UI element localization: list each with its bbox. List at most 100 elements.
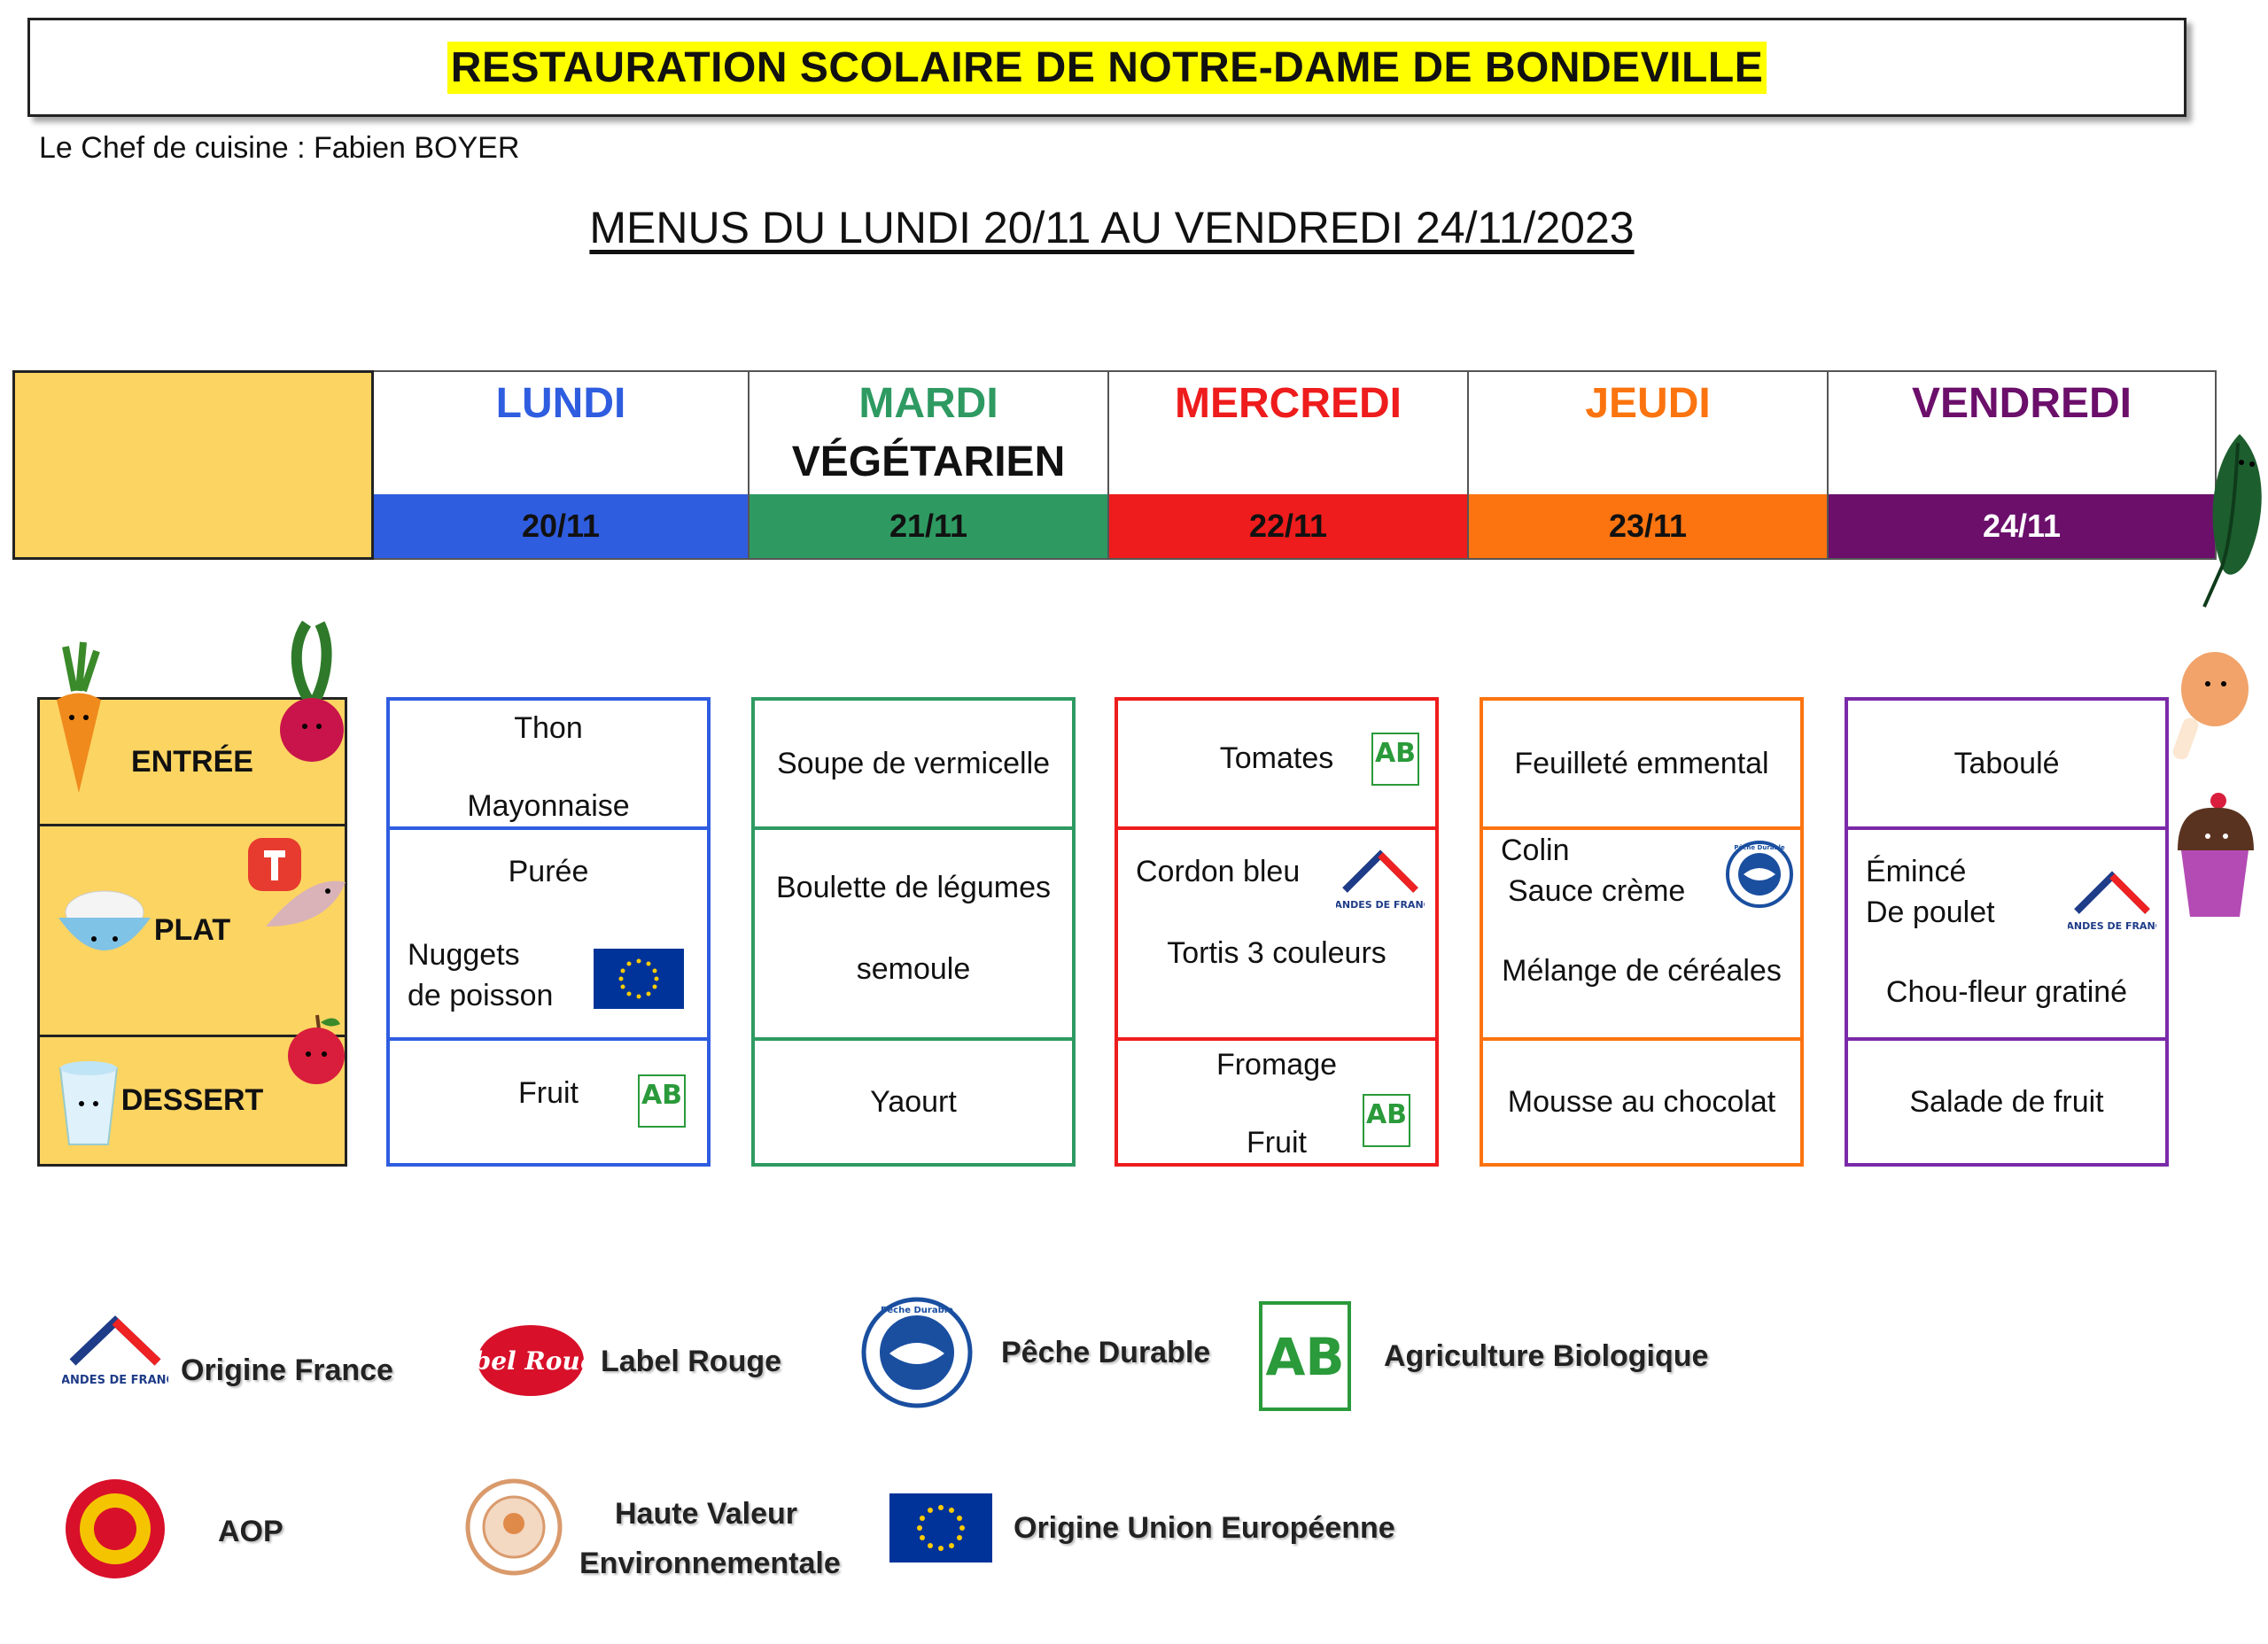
chef-credit: Le Chef de cuisine : Fabien BOYER [39,131,520,165]
peche-durable-icon: Pêche Durable [1726,841,1793,908]
rice-bowl-icon [58,890,151,950]
eu-flag-icon [594,949,684,1009]
ab-bio-icon: AB [638,1074,686,1128]
legend-aop: AOP [218,1515,284,1548]
day-subtitle-mardi: VÉGÉTARIEN [791,438,1066,485]
menu-cell-mardi-entree: Soupe de vermicelle [755,701,1072,830]
steak-and-fish-icon [248,838,346,927]
menu-cell-jeudi-entree: Feuilleté emmental [1483,701,1800,830]
eu-flag-logo-icon [889,1493,992,1563]
viandes-mark-text: VIANDES DE FRANCE [62,1374,168,1387]
day-date-jeudi: 23/11 [1469,494,1827,558]
menu-item: Yaourt [870,1085,957,1119]
menu-item: Fruit [1247,1126,1307,1159]
menu-cell-vendredi-entree: Taboulé [1848,701,2165,830]
cupcake-icon [2178,793,2254,917]
viandes-mark-text: VIANDES DE FRANCE [1336,899,1425,911]
title-banner: RESTAURATION SCOLAIRE DE NOTRE-DAME DE B… [27,18,2186,117]
day-name-lundi: LUNDI [495,380,626,427]
menu-cell-lundi-dessert: Fruit AB [390,1037,707,1163]
category-label-dessert: DESSERT [120,1083,264,1117]
menu-cell-mercredi-dessert: Fromage Fruit AB [1118,1037,1435,1163]
category-label-plat: PLAT [153,913,231,947]
menu-item: Nuggets [408,938,520,972]
menu-item: Chou-fleur gratiné [1885,975,2128,1009]
viandes-de-france-icon: VIANDES DE FRANCE [2068,871,2156,932]
viandes-mark-text: VIANDES DE FRANCE [2068,920,2156,932]
day-name-vendredi: VENDREDI [1911,380,2132,427]
legend-hve-line1: Haute Valeur [615,1497,797,1531]
day-header-mardi: MARDI VÉGÉTARIEN 21/11 [750,370,1109,560]
ab-bio-icon: AB [1363,1094,1410,1147]
menu-item: Feuilleté emmental [1514,747,1769,780]
legend-hve-line2: Environnementale [579,1547,841,1580]
menu-column-jeudi: Feuilleté emmental Colin Sauce crème Mél… [1480,697,1804,1167]
menu-item: Fromage [1216,1048,1338,1082]
menu-item: Tortis 3 couleurs [1167,936,1386,970]
menu-item: Fruit [518,1076,579,1110]
menu-item: De poulet [1866,896,1995,929]
menu-cell-vendredi-plat: Émincé De poulet Chou-fleur gratiné VIAN… [1848,826,2165,1041]
menu-item: Émincé [1866,855,1967,888]
radish-icon [280,620,344,762]
day-name-mardi: MARDI [858,380,998,427]
menu-item: Sauce crème [1508,874,1686,908]
carrot-icon [57,641,101,793]
menu-cell-mercredi-plat: Cordon bleu Tortis 3 couleurs VIANDES DE… [1118,826,1435,1041]
peche-mark-text: Pêche Durable [1734,844,1785,851]
legend-peche-durable: Pêche Durable [1001,1336,1211,1369]
day-date-lundi: 20/11 [374,494,748,558]
yogurt-cup-icon [58,1061,119,1145]
menu-item: Cordon bleu [1136,855,1301,888]
menu-cell-vendredi-dessert: Salade de fruit [1848,1037,2165,1163]
category-plat: PLAT [37,826,347,1037]
label-rouge-logo-icon: label Rouge [473,1325,588,1396]
peche-mark-text: Pêche Durable [881,1305,953,1315]
day-date-mardi: 21/11 [750,494,1107,558]
label-rouge-mark-text: label Rouge [473,1346,588,1376]
menu-item: Tomates [1219,741,1334,775]
menu-item: Thon [514,711,583,745]
menu-cell-jeudi-dessert: Mousse au chocolat [1483,1037,1800,1163]
ab-mark-text: AB [1365,1099,1408,1130]
day-header-lundi: LUNDI 20/11 [374,370,750,560]
category-label-entree: ENTRÉE [131,744,253,779]
header-corner-cell [12,370,374,560]
menu-cell-lundi-plat: Purée Nuggets de poisson [390,826,707,1041]
day-header-mercredi: MERCREDI 22/11 [1109,370,1469,560]
menu-item: Mousse au chocolat [1507,1085,1776,1119]
day-header-jeudi: JEUDI 23/11 [1469,370,1829,560]
legend-origine-ue: Origine Union Européenne [1014,1511,1395,1545]
ab-mark-text: AB [1374,738,1417,769]
menu-cell-mercredi-entree: Tomates AB [1118,701,1435,830]
menu-column-mardi: Soupe de vermicelle Boulette de légumes … [751,697,1076,1167]
ab-mark-text: AB [1265,1327,1344,1387]
menu-column-lundi: Thon Mayonnaise Purée Nuggets de poisson… [386,697,711,1167]
ab-bio-icon: AB [1371,733,1419,786]
day-date-mercredi: 22/11 [1109,494,1467,558]
agriculture-biologique-logo-icon: AB [1259,1301,1351,1411]
menu-cell-mardi-plat: Boulette de légumes semoule [755,826,1072,1041]
legend-agriculture-biologique: Agriculture Biologique [1384,1339,1709,1373]
ab-mark-text: AB [641,1080,683,1111]
peche-durable-logo-icon: Pêche Durable [861,1297,973,1408]
menu-item: Purée [508,855,589,888]
hve-logo-icon [465,1478,563,1576]
spinach-leaf-icon [2202,434,2262,608]
legend-label-rouge: Label Rouge [601,1345,782,1378]
legend-origine-france: Origine France [181,1353,393,1387]
menus-week-title: MENUS DU LUNDI 20/11 AU VENDREDI 24/11/2… [589,203,1635,252]
menu-item: Boulette de légumes [776,871,1051,904]
menu-item: Colin [1501,834,1570,867]
apple-icon [288,1014,345,1084]
menu-column-vendredi: Taboulé Émincé De poulet Chou-fleur grat… [1845,697,2169,1167]
page-title: RESTAURATION SCOLAIRE DE NOTRE-DAME DE B… [447,41,1767,94]
day-name-mercredi: MERCREDI [1174,380,1402,427]
day-header-vendredi: VENDREDI 24/11 [1829,370,2217,560]
menu-item: Salade de fruit [1909,1085,2104,1119]
menu-cell-mardi-dessert: Yaourt [755,1037,1072,1163]
day-date-vendredi: 24/11 [1829,494,2215,558]
menu-item: Taboulé [1953,747,2060,780]
viandes-de-france-icon: VIANDES DE FRANCE [1336,849,1425,911]
menu-item: Mélange de céréales [1502,954,1782,988]
